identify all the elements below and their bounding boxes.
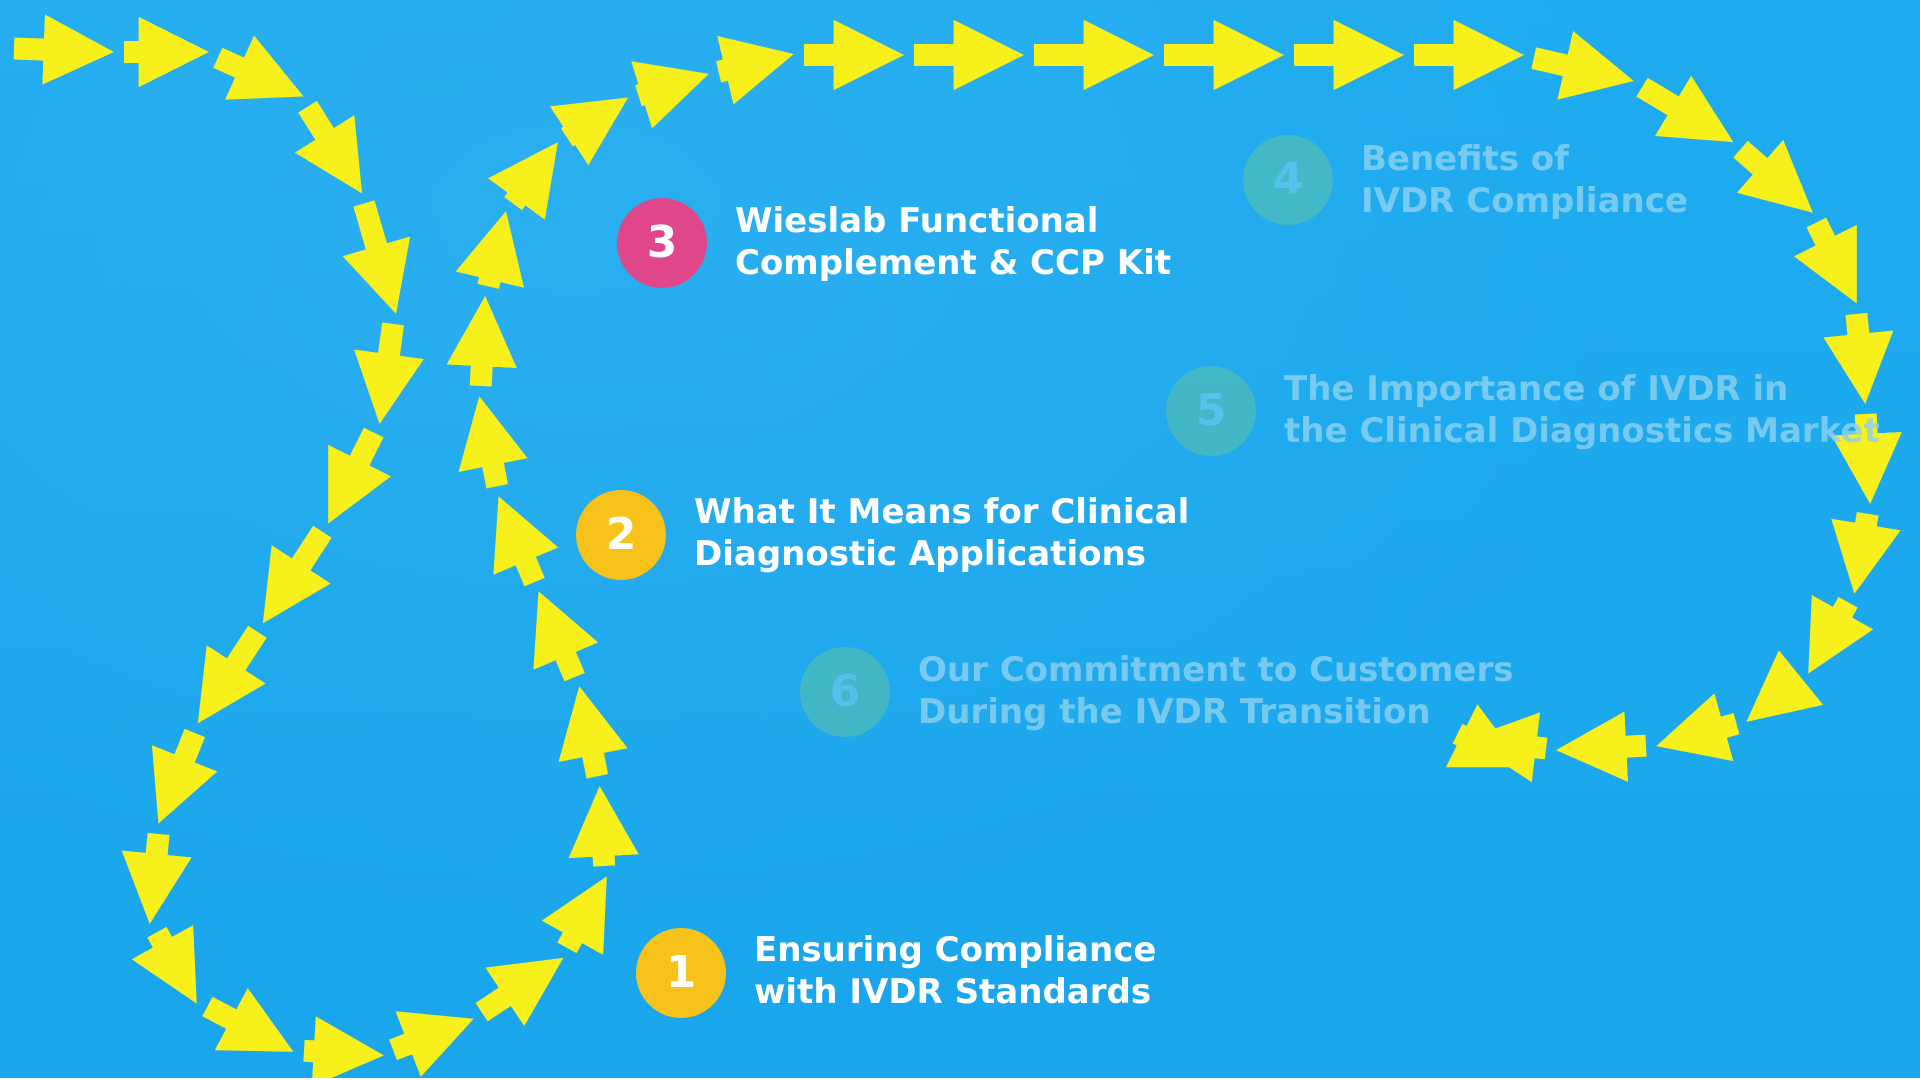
path-arrow-segment: [294, 100, 363, 194]
path-arrow-segment: [568, 786, 639, 867]
path-arrow-segment: [1746, 650, 1824, 722]
step-5-label: The Importance of IVDR in the Clinical D…: [1284, 368, 1880, 452]
path-arrow-segment: [1445, 704, 1525, 768]
step-3-badge: 3: [617, 198, 707, 288]
path-arrow-segment: [1733, 139, 1813, 213]
step-2-label-line2: Diagnostic Applications: [694, 534, 1146, 574]
path-arrow-segment: [342, 200, 411, 314]
step-5-badge: 5: [1166, 366, 1256, 456]
step-6-badge: 6: [800, 647, 890, 737]
path-arrow-segment: [1531, 31, 1634, 100]
step-4-label-line2: IVDR Compliance: [1361, 181, 1688, 221]
step-3-label: Wieslab Functional Complement & CCP Kit: [735, 200, 1171, 284]
step-4-label-line1: Benefits of: [1361, 139, 1569, 179]
path-arrow-segment: [458, 396, 528, 489]
path-arrow-segment: [303, 1016, 384, 1080]
step-1-label-line1: Ensuring Compliance: [754, 930, 1157, 970]
step-2-label-line1: What It Means for Clinical: [694, 492, 1190, 532]
step-5-label-line2: the Clinical Diagnostics Market: [1284, 411, 1880, 451]
path-arrow-segment: [1466, 712, 1548, 783]
path-arrow-segment: [1831, 511, 1901, 594]
step-6-label-line2: During the IVDR Transition: [918, 692, 1431, 732]
step-5-label-line1: The Importance of IVDR in: [1284, 369, 1789, 409]
bottom-strip: [0, 1078, 1920, 1080]
path-arrow-segment: [131, 925, 197, 1004]
step-4-label: Benefits of IVDR Compliance: [1361, 138, 1688, 222]
path-arrow-segment: [13, 14, 114, 85]
path-arrow-segment: [328, 427, 392, 524]
path-arrow-segment: [1555, 711, 1647, 782]
path-arrow-segment: [446, 295, 517, 387]
step-4-badge: 4: [1243, 135, 1333, 225]
path-arrow-segment: [202, 987, 294, 1052]
path-arrow-segment: [354, 322, 424, 425]
path-arrow-segment: [475, 957, 564, 1027]
path-arrow-segment: [1793, 217, 1857, 304]
path-arrow-segment: [1808, 595, 1874, 674]
path-arrow-segment: [1823, 312, 1894, 404]
step-3-label-line1: Wieslab Functional: [735, 201, 1099, 241]
path-arrow-segment: [1656, 693, 1740, 762]
path-arrow-segment: [541, 876, 607, 955]
path-arrow-segment: [389, 1011, 474, 1077]
path-arrow-segment: [213, 35, 304, 100]
path-arrow-segment: [1831, 413, 1902, 505]
path-arrow-segment: [716, 35, 794, 105]
step-1-label-line2: with IVDR Standards: [754, 972, 1152, 1012]
path-arrow-segment: [493, 496, 559, 587]
step-2-label: What It Means for Clinical Diagnostic Ap…: [694, 491, 1189, 575]
path-arrow-segment: [455, 211, 525, 289]
path-arrow-segment: [631, 61, 709, 129]
path-arrow-segment: [549, 97, 629, 166]
path-arrow-segment: [121, 832, 192, 924]
step-1-label: Ensuring Compliance with IVDR Standards: [754, 929, 1156, 1013]
step-1-badge: 1: [636, 928, 726, 1018]
path-arrow-segment: [533, 591, 599, 682]
path-arrow-segment: [487, 142, 558, 220]
step-6-label: Our Commitment to Customers During the I…: [918, 649, 1514, 733]
path-arrow-segment: [197, 625, 267, 724]
step-2-badge: 2: [576, 490, 666, 580]
step-6-label-line1: Our Commitment to Customers: [918, 650, 1514, 690]
path-arrow-segment: [1636, 75, 1734, 143]
step-3-label-line2: Complement & CCP Kit: [735, 243, 1171, 283]
path-arrow-segment: [558, 686, 628, 779]
path-arrow-segment: [151, 728, 218, 824]
path-arrow-segment: [262, 525, 332, 624]
